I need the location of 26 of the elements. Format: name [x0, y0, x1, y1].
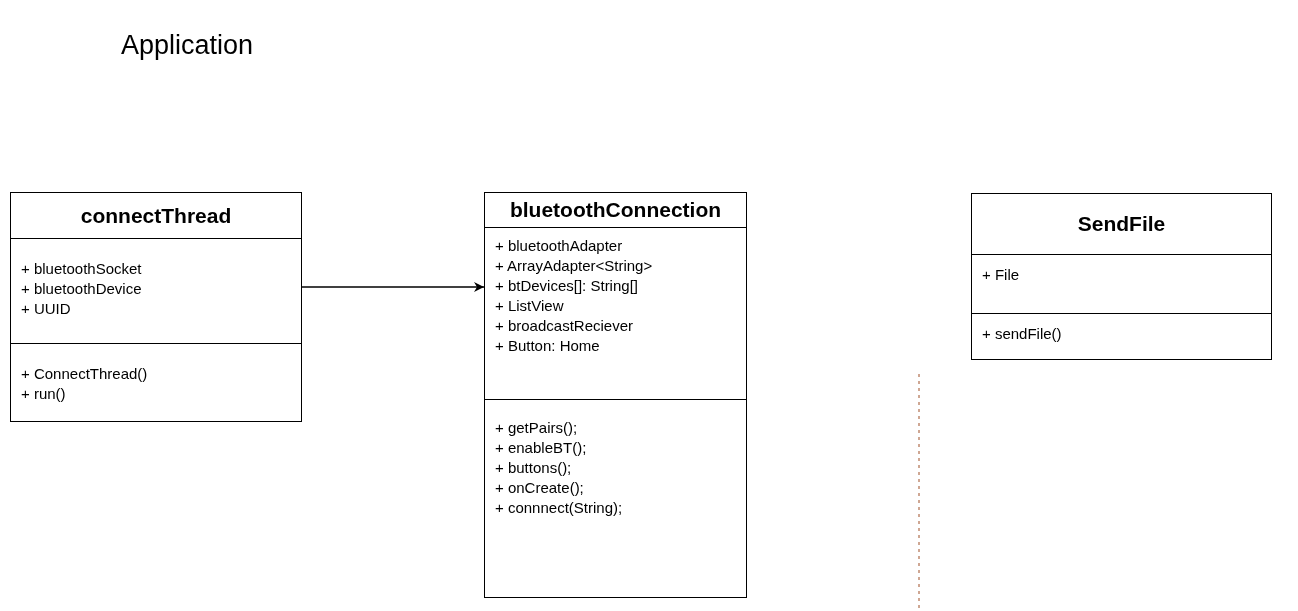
class-member: + buttons();: [495, 458, 572, 478]
class-member: + Button: Home: [495, 336, 600, 356]
class-member: + bluetoothAdapter: [495, 236, 623, 256]
class-member: + ConnectThread(): [21, 364, 148, 384]
class-name: connectThread: [80, 203, 232, 228]
class-name: bluetoothConnection: [509, 198, 722, 222]
section-heading: Application: [121, 30, 254, 61]
class-member: + btDevices[]: String[]: [495, 276, 638, 296]
class-member: + run(): [21, 384, 66, 404]
class-box: [10, 192, 302, 422]
arrow: [301, 282, 485, 292]
class-member: + sendFile(): [982, 324, 1062, 345]
class-member: + enableBT();: [495, 438, 587, 458]
class-member: + ArrayAdapter<String>: [495, 256, 653, 276]
class-member: + bluetoothSocket: [21, 259, 142, 279]
class-member: + UUID: [21, 299, 71, 319]
class-member: + connnect(String);: [495, 498, 623, 518]
class-box: [484, 192, 747, 598]
class-member: + getPairs();: [495, 418, 578, 438]
class-member: + broadcastReciever: [495, 316, 633, 336]
class-member: + bluetoothDevice: [21, 279, 142, 299]
class-box: [971, 193, 1272, 360]
class-member: + ListView: [495, 296, 564, 316]
class-member: + onCreate();: [495, 478, 584, 498]
class-member: + File: [982, 265, 1020, 286]
class-name: SendFile: [1077, 212, 1166, 237]
